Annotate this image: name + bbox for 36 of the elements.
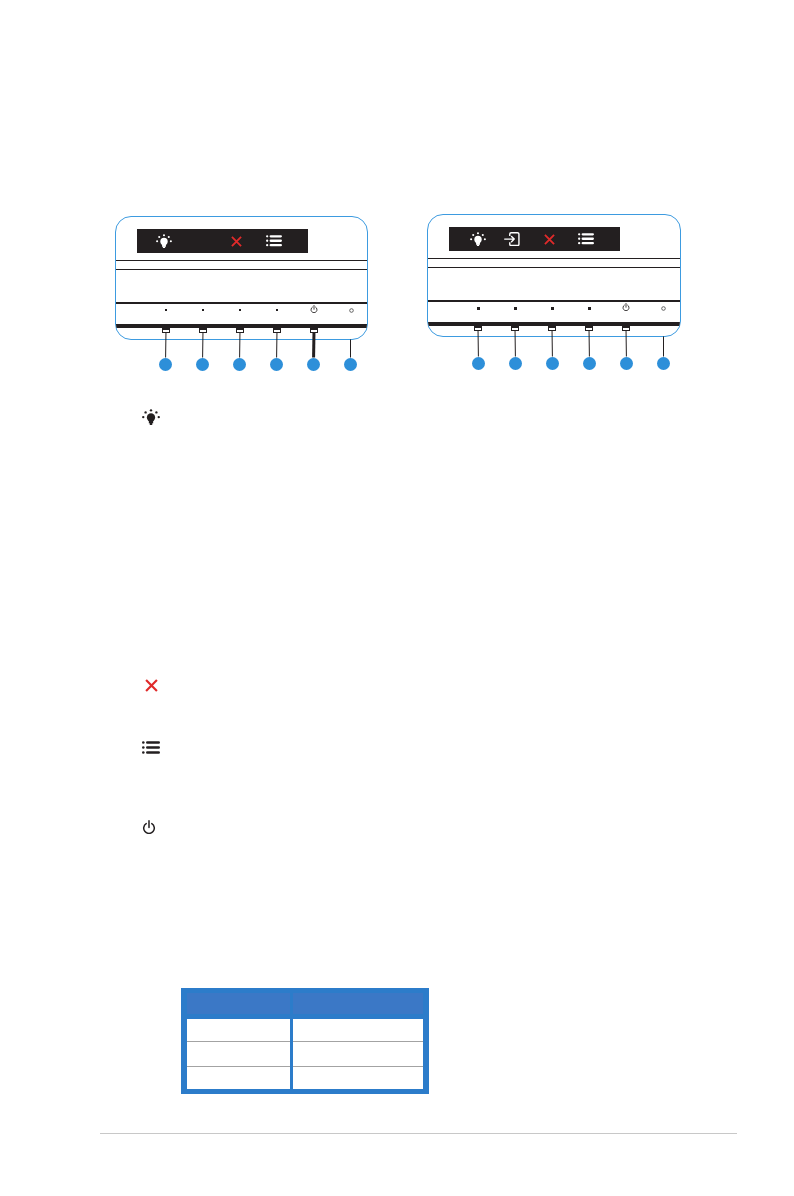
callout-circle: [472, 356, 485, 370]
leader-line: [588, 330, 590, 357]
leader-line: [276, 332, 278, 358]
panel-button: [199, 328, 207, 333]
callout-circle: [657, 356, 670, 370]
panel-button: [162, 328, 170, 333]
panel-button: [310, 328, 318, 333]
monitor-panel: [427, 214, 681, 337]
leader-line: [514, 330, 516, 357]
callout-circle: [307, 357, 320, 371]
leader-line: [625, 330, 627, 357]
panel-button: [548, 326, 556, 331]
panel-button: [236, 328, 244, 333]
panel-button: [511, 326, 519, 331]
callout-circle: [546, 356, 559, 370]
callout-circle: [233, 357, 246, 371]
leader-line: [202, 332, 204, 358]
leader-line: [551, 330, 553, 357]
leader-line: [663, 335, 664, 357]
leader-line: [165, 332, 167, 358]
leader-line: [239, 332, 241, 358]
monitor-panel: [115, 216, 368, 340]
callout-circle: [344, 357, 357, 371]
panel-button: [273, 328, 281, 333]
panel-button: [622, 326, 630, 331]
callout-circle: [196, 357, 209, 371]
leader-line: [350, 338, 351, 358]
callout-circle: [159, 357, 172, 371]
panel-button: [474, 326, 482, 331]
callout-circle: [583, 356, 596, 370]
leader-line: [312, 332, 316, 358]
callout-circle: [620, 356, 633, 370]
callout-circle: [509, 356, 522, 370]
panel-button: [585, 326, 593, 331]
callout-circle: [270, 357, 283, 371]
leader-line: [477, 330, 479, 357]
